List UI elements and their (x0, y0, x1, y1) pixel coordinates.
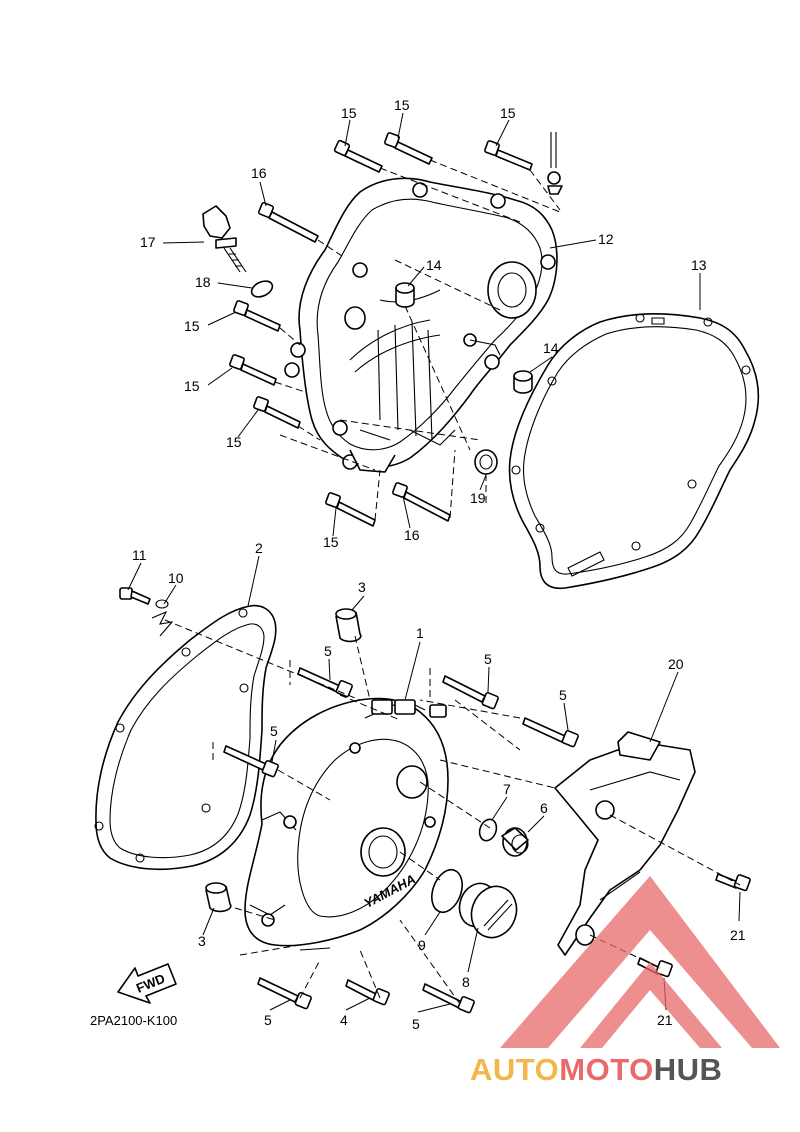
gasket-2 (94, 604, 277, 871)
alignment-lines-upper (274, 159, 561, 521)
callout-5: 5 (324, 643, 332, 659)
callout-19: 19 (470, 490, 486, 506)
gasket-13 (508, 313, 760, 590)
callout-17: 17 (140, 234, 156, 250)
bolt-16-bottom (392, 482, 451, 522)
callout-3: 3 (198, 933, 206, 949)
plug-8 (458, 882, 518, 939)
oil-filler-plug-17 (202, 205, 247, 273)
callout-11: 11 (132, 547, 147, 563)
callout-5: 5 (559, 687, 567, 703)
callout-15: 15 (323, 534, 339, 550)
callout-18: 18 (195, 274, 211, 290)
bolt-5-d (223, 745, 279, 778)
bolt-15-top-left (333, 139, 383, 173)
callout-8: 8 (462, 974, 470, 990)
alignment-lines-lower (164, 619, 741, 1005)
callout-10: 10 (168, 570, 184, 586)
cable-end (547, 132, 563, 195)
bolt-5-a (297, 667, 353, 698)
bolt-15-left-b (229, 354, 277, 386)
sprocket-cover-20 (554, 731, 696, 956)
crankcase-cover-1: YAMAHA (244, 697, 449, 951)
callout-7: 7 (503, 781, 511, 797)
callout-15: 15 (184, 318, 200, 334)
callout-14: 14 (426, 257, 442, 273)
callout-15: 15 (341, 105, 357, 121)
bolt-15-left-a (233, 300, 281, 332)
callout-5: 5 (264, 1012, 272, 1028)
figure-code: 2PA2100-K100 (90, 1013, 177, 1028)
watermark-moto: MOTO (559, 1052, 653, 1087)
callout-4: 4 (340, 1012, 348, 1028)
bolt-15-top-mid (384, 132, 433, 165)
callout-12: 12 (598, 231, 614, 247)
o-ring-18 (250, 280, 274, 298)
dowel-pin-3-a (335, 608, 362, 643)
oil-seal-19 (474, 449, 498, 475)
watermark-logo: AUTOMOTOHUB (470, 876, 780, 1087)
callout-14: 14 (543, 340, 559, 356)
callout-9: 9 (418, 937, 426, 953)
watermark-text: AUTOMOTOHUB (470, 1052, 722, 1087)
crankcase-cover-12 (284, 177, 558, 473)
callout-5: 5 (270, 723, 278, 739)
bolt-5-b (442, 675, 499, 710)
callout-5: 5 (484, 651, 492, 667)
bolt-5-e (257, 977, 312, 1010)
callout-6: 6 (540, 800, 548, 816)
plug-6 (501, 827, 529, 857)
bolt-15-top-right (484, 140, 533, 171)
bolt-15-left-c (253, 396, 301, 429)
bolt-16-upper (257, 201, 319, 243)
watermark-auto: AUTO (470, 1052, 559, 1087)
callout-5: 5 (412, 1016, 420, 1032)
dowel-pin-14-b (513, 370, 533, 394)
bolt-5-f (422, 983, 475, 1014)
callout-20: 20 (668, 656, 684, 672)
callout-3: 3 (358, 579, 366, 595)
callout-21: 21 (657, 1012, 673, 1028)
clip-10 (151, 599, 174, 637)
callout-15: 15 (394, 97, 410, 113)
callout-15: 15 (500, 105, 516, 121)
forward-arrow-icon: FWD (117, 963, 177, 1004)
watermark-hub: HUB (654, 1052, 723, 1087)
callout-2: 2 (255, 540, 263, 556)
callout-labels: 15 15 15 16 12 17 14 18 13 15 14 15 15 1… (132, 97, 746, 1032)
dowel-pin-14-a (395, 282, 415, 308)
bolt-4 (345, 979, 390, 1006)
dowel-pin-3-b (205, 882, 232, 913)
callout-21: 21 (730, 927, 746, 943)
screw-11 (119, 587, 151, 605)
bolt-21-a (715, 873, 751, 892)
o-ring-9 (431, 868, 463, 914)
callout-16: 16 (251, 165, 267, 181)
callout-leaders (127, 112, 741, 1013)
bolt-5-c (522, 717, 579, 748)
bolt-15-bottom (325, 492, 376, 527)
callout-16: 16 (404, 527, 420, 543)
o-ring-7 (478, 818, 498, 842)
callout-13: 13 (691, 257, 707, 273)
callout-1: 1 (416, 625, 424, 641)
callout-15: 15 (226, 434, 242, 450)
callout-15: 15 (184, 378, 200, 394)
